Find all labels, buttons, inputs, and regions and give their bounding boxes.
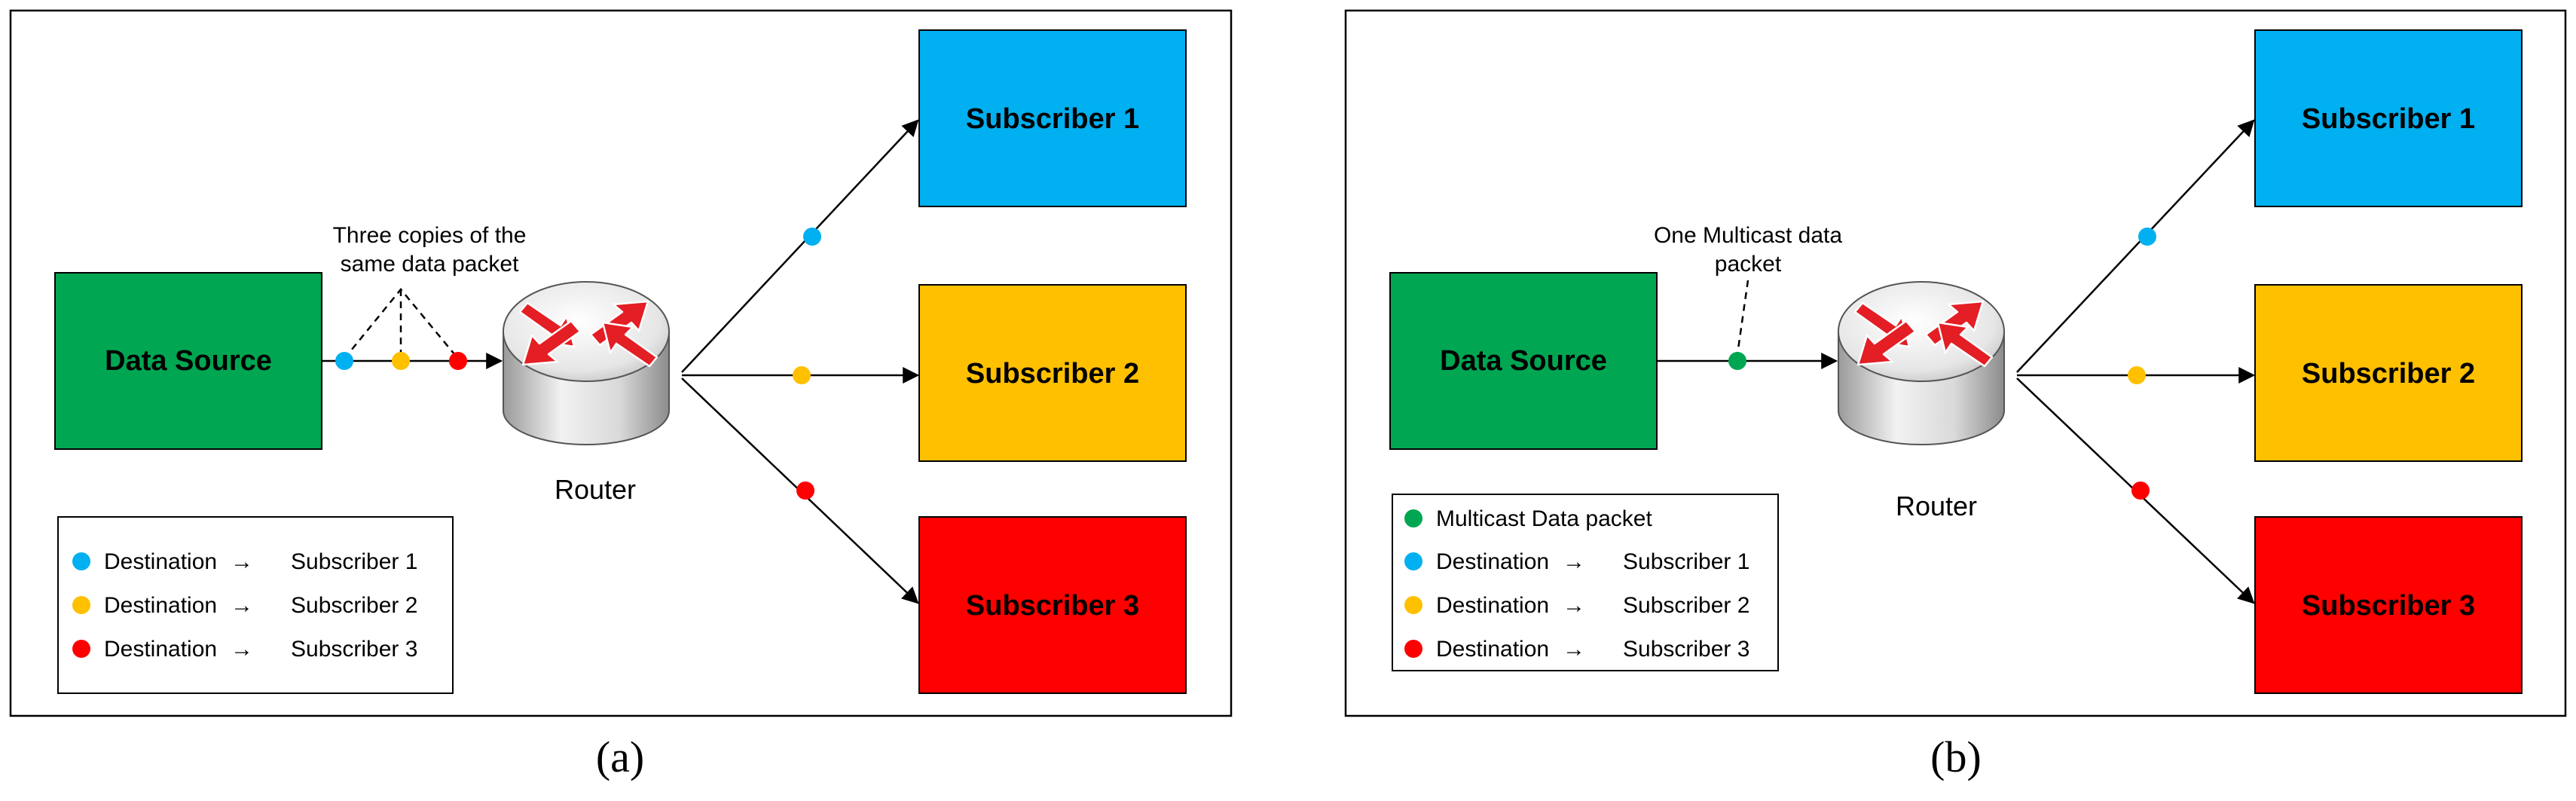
caption-a: (a) bbox=[596, 732, 644, 781]
legend-a-dot-1 bbox=[72, 552, 90, 570]
subscriber-3-box bbox=[2254, 516, 2523, 694]
legend-b-dot-2 bbox=[1404, 596, 1422, 614]
legend-b-dot-3 bbox=[1404, 640, 1422, 658]
legend-a-arrow-1: → bbox=[231, 549, 253, 574]
packet-to-subscriber-2 bbox=[2128, 366, 2146, 384]
legend-a-label-1: Destination bbox=[104, 549, 217, 574]
link-to-subscriber-1 bbox=[681, 119, 919, 373]
legend-a-label-2: Destination bbox=[104, 593, 217, 618]
panel-a: Data Source Subscriber 1 Subscriber 2 Su… bbox=[9, 9, 1233, 781]
router-icon bbox=[1838, 281, 2005, 445]
annotation-line-2: packet bbox=[1715, 252, 1782, 277]
legend-b-dot-multicast bbox=[1404, 509, 1422, 527]
legend-b-arrow-3: → bbox=[1563, 637, 1585, 662]
annotation-line-1: One Multicast data bbox=[1654, 223, 1842, 248]
panel-b-frame bbox=[1344, 9, 2567, 717]
legend-b-label-2: Destination bbox=[1436, 593, 1549, 618]
subscriber-1-label: Subscriber 1 bbox=[966, 103, 1139, 135]
router-icon bbox=[503, 281, 670, 445]
annotation-pointer bbox=[1736, 280, 1749, 355]
legend-a-target-3: Subscriber 3 bbox=[291, 637, 417, 662]
data-source-label: Data Source bbox=[105, 345, 272, 377]
subscriber-1-box bbox=[918, 29, 1187, 207]
legend-a: Destination → Subscriber 1 Destination →… bbox=[57, 516, 454, 694]
legend-b-arrow-1: → bbox=[1563, 549, 1585, 574]
multicast-packet bbox=[1728, 352, 1746, 370]
packet-to-subscriber-1 bbox=[2138, 228, 2156, 246]
legend-a-dot-3 bbox=[72, 640, 90, 658]
router-label: Router bbox=[555, 474, 636, 505]
packet-to-subscriber-3 bbox=[796, 482, 814, 500]
packet-to-subscriber-2 bbox=[793, 366, 811, 384]
legend-b-label-3: Destination bbox=[1436, 637, 1549, 662]
legend-a-target-1: Subscriber 1 bbox=[291, 549, 417, 574]
legend-b-target-1: Subscriber 1 bbox=[1623, 549, 1749, 574]
legend-b-arrow-2: → bbox=[1563, 593, 1585, 618]
subscriber-2-box bbox=[918, 284, 1187, 462]
router-label: Router bbox=[1896, 491, 1977, 521]
data-source-box bbox=[54, 272, 322, 450]
legend-b-multicast-label: Multicast Data packet bbox=[1436, 506, 1652, 531]
caption-b: (b) bbox=[1930, 732, 1982, 781]
legend-a-label-3: Destination bbox=[104, 637, 217, 662]
data-source-box bbox=[1389, 272, 1658, 450]
subscriber-1-label: Subscriber 1 bbox=[2302, 103, 2475, 135]
subscriber-2-box bbox=[2254, 284, 2523, 462]
annotation-line-1: Three copies of the bbox=[333, 223, 527, 248]
legend-b-frame bbox=[1392, 494, 1779, 671]
packet-copy-blue bbox=[335, 352, 353, 370]
subscriber-2-label: Subscriber 2 bbox=[966, 358, 1139, 390]
legend-b-target-2: Subscriber 2 bbox=[1623, 593, 1749, 618]
subscriber-2-label: Subscriber 2 bbox=[2302, 358, 2475, 390]
legend-a-arrow-3: → bbox=[231, 637, 253, 662]
packet-copy-red bbox=[449, 352, 467, 370]
annotation-line-2: same data packet bbox=[341, 252, 519, 277]
link-to-subscriber-1 bbox=[2016, 119, 2255, 373]
legend-b: Multicast Data packet Destination → Subs… bbox=[1392, 494, 1779, 671]
legend-b-dot-1 bbox=[1404, 552, 1422, 570]
subscriber-3-label: Subscriber 3 bbox=[2302, 590, 2475, 622]
legend-b-target-3: Subscriber 3 bbox=[1623, 637, 1749, 662]
subscriber-1-box bbox=[2254, 29, 2523, 207]
packet-to-subscriber-1 bbox=[803, 228, 821, 246]
legend-a-dot-2 bbox=[72, 596, 90, 614]
legend-a-arrow-2: → bbox=[231, 593, 253, 618]
legend-b-label-1: Destination bbox=[1436, 549, 1549, 574]
packet-copy-yellow bbox=[392, 352, 410, 370]
annotation-pointer bbox=[344, 288, 459, 359]
subscriber-3-box bbox=[918, 516, 1187, 694]
panel-a-frame bbox=[9, 9, 1233, 717]
subscriber-3-label: Subscriber 3 bbox=[966, 590, 1139, 622]
data-source-label: Data Source bbox=[1440, 345, 1607, 377]
panel-b: Data Source Subscriber 1 Subscriber 2 Su… bbox=[1344, 9, 2567, 781]
legend-a-target-2: Subscriber 2 bbox=[291, 593, 417, 618]
packet-to-subscriber-3 bbox=[2131, 482, 2150, 500]
legend-a-frame bbox=[57, 516, 454, 694]
